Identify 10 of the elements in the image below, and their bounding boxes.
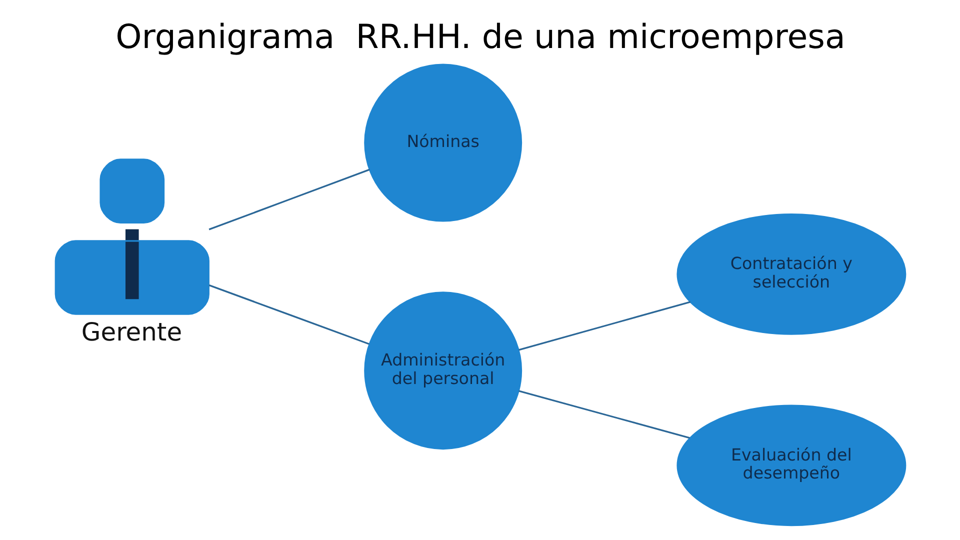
node-ellipse: Contratación y selección <box>676 213 906 335</box>
node-ellipse: Evaluación del desempeño <box>676 404 906 526</box>
diagram-title: Organigrama RR.HH. de una microempresa <box>115 17 845 56</box>
node-circle: Nóminas <box>364 64 522 222</box>
connector <box>208 168 370 230</box>
node-label: Gerente <box>80 318 182 347</box>
node-circle: Administración del personal <box>364 292 522 450</box>
connector <box>518 390 690 439</box>
connector <box>518 301 690 351</box>
connector <box>208 284 369 345</box>
